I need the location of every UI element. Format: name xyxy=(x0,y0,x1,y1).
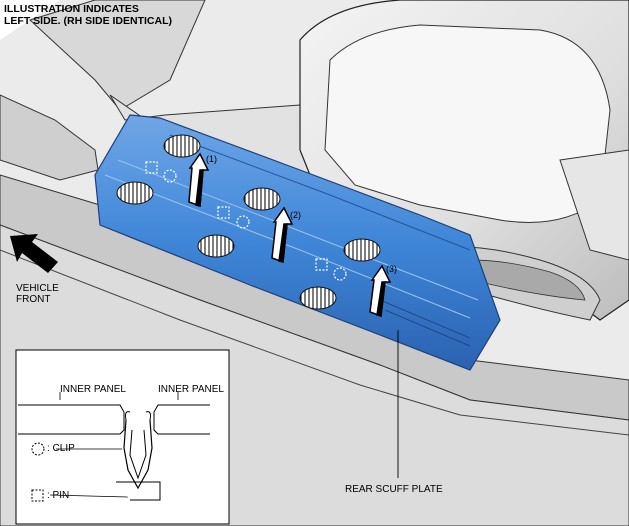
header-line-2: LEFT SIDE. (RH SIDE IDENTICAL) xyxy=(4,15,172,27)
clip-area-3 xyxy=(243,187,281,211)
callout-3: (3) xyxy=(386,264,397,274)
clip-symbol-icon xyxy=(31,442,45,456)
clip-legend-label: : CLIP xyxy=(47,443,75,454)
callout-2: (2) xyxy=(290,210,301,220)
arrow-1-shade xyxy=(195,169,204,207)
clip-area-4 xyxy=(197,234,235,258)
clip-area-5 xyxy=(343,238,381,262)
clip-marker-2 xyxy=(236,215,250,229)
legend-box xyxy=(15,349,230,525)
vehicle-front-arrow-icon xyxy=(10,234,58,273)
clip-marker-1 xyxy=(163,169,177,183)
inner-panel-label-left: INNER PANEL xyxy=(60,384,126,395)
vehicle-front-label-2: FRONT xyxy=(16,294,51,305)
clip-marker-3 xyxy=(333,267,347,281)
pin-marker-2 xyxy=(217,206,230,219)
rear-scuff-plate-label: REAR SCUFF PLATE xyxy=(345,484,443,495)
callout-1: (1) xyxy=(206,154,217,164)
fastener-markers xyxy=(145,161,347,281)
clip-area-6 xyxy=(299,286,337,310)
removal-arrows xyxy=(188,152,392,318)
arrow-3-shade xyxy=(376,281,386,317)
pin-marker-1 xyxy=(145,161,158,174)
header-line-1: ILLUSTRATION INDICATES xyxy=(4,3,139,15)
clip-areas xyxy=(116,134,381,310)
pin-legend-label: : PIN xyxy=(47,490,70,501)
pin-symbol-icon xyxy=(31,489,44,502)
clip-area-2 xyxy=(116,181,154,205)
pin-marker-3 xyxy=(315,258,328,271)
clip-area-1 xyxy=(163,134,201,158)
vehicle-front-label-1: VEHICLE xyxy=(16,283,59,294)
arrow-2-shade xyxy=(278,223,288,263)
seat xyxy=(299,0,629,321)
inner-panel-label-right: INNER PANEL xyxy=(158,384,224,395)
